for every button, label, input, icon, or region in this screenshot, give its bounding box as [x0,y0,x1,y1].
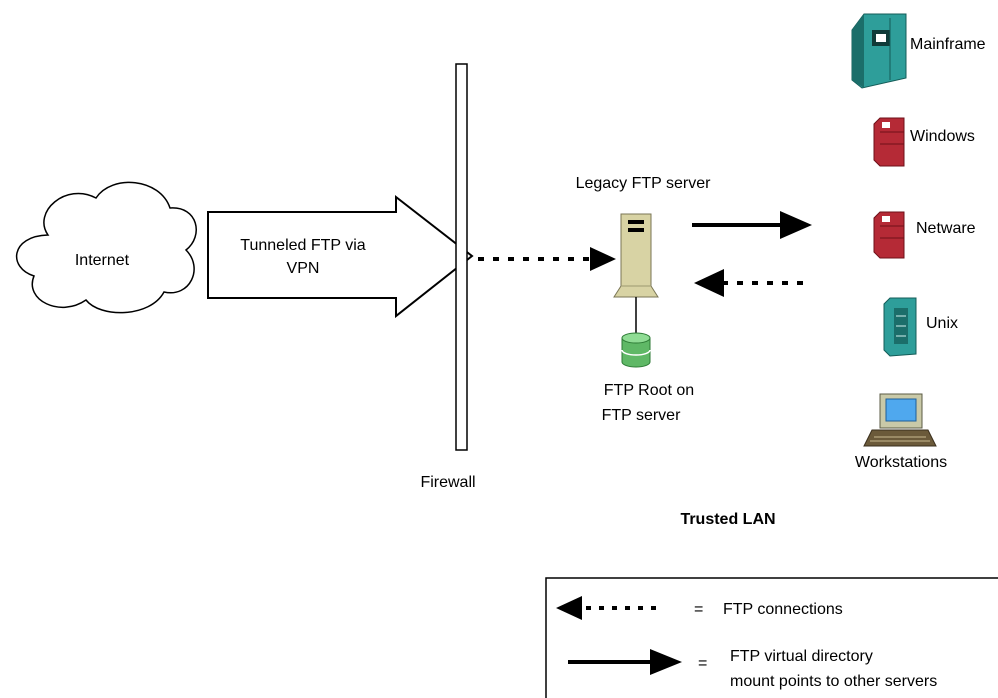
trusted-lan-label: Trusted LAN [680,511,775,528]
netware-label: Netware [916,220,976,237]
windows-server: Windows [873,117,975,167]
firewall: Firewall [420,63,476,491]
workstations-label: Workstations [855,454,947,471]
legacy-ftp-server: Legacy FTP server FTP Root on FTP server [576,175,712,424]
internet-label: Internet [75,252,130,269]
ftp-root-label-line1: FTP Root on [604,382,694,399]
ftp-root-label-line2: FTP server [602,407,682,424]
legend-ftp-connections: FTP connections [723,601,843,618]
vpn-label-line1: Tunneled FTP via [240,237,366,254]
legend-solid-arrow [568,649,682,675]
mainframe-icon [851,13,907,89]
virtual-directory-arrow [692,211,812,239]
unix-server-icon [883,297,917,357]
firewall-label: Firewall [420,474,475,491]
ftp-connection-arrow-in [478,247,616,271]
mainframe-server: Mainframe [851,13,986,89]
legend: = FTP connections = FTP virtual director… [545,577,998,698]
vpn-tunnel-arrow: Tunneled FTP via VPN [207,194,474,319]
netware-server-icon [873,211,905,259]
unix-server: Unix [883,297,958,357]
legend-virtual-line1: FTP virtual directory [730,648,873,665]
internet-cloud: Internet [16,181,197,314]
ftp-connection-arrow-out [694,269,812,297]
legend-dotted-arrow [556,596,664,620]
unix-label: Unix [926,315,958,332]
legend-equals-1: = [694,601,703,618]
legend-equals-2: = [698,655,707,672]
windows-server-icon [873,117,905,167]
netware-server: Netware [873,211,976,259]
legend-virtual-line2: mount points to other servers [730,673,937,690]
workstation-node: Workstations [855,393,947,471]
workstation-icon [863,393,937,447]
database-icon [621,332,651,368]
windows-label: Windows [910,128,975,145]
server-tower-icon [613,213,659,298]
legacy-server-label: Legacy FTP server [576,175,712,192]
vpn-label-line2: VPN [287,260,320,277]
mainframe-label: Mainframe [910,36,986,53]
